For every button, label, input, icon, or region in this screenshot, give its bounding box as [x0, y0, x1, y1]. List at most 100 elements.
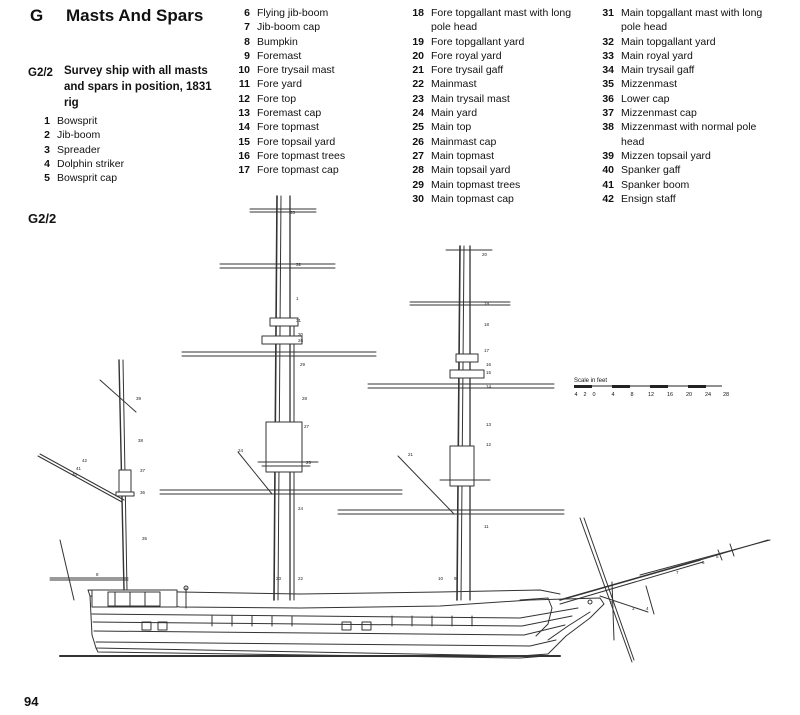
scale-tick-label: 4 — [611, 392, 614, 398]
legend-number: 18 — [412, 7, 424, 19]
legend-text: Fore top — [257, 92, 297, 105]
legend-number: 25 — [412, 121, 424, 134]
legend-item: 12 Fore top — [226, 92, 396, 106]
legend-text: Mizzenmast — [621, 78, 678, 91]
legend-number: 36 — [602, 92, 614, 105]
legend-number: 39 — [602, 149, 614, 162]
legend-text: Fore topsail yard — [257, 135, 336, 148]
legend-text: Jib-boom — [57, 129, 101, 142]
callout-label: 15 — [486, 370, 492, 375]
legend-number: 26 — [412, 135, 424, 148]
callout-label: 38 — [138, 438, 144, 443]
callout-label: 36 — [140, 490, 146, 495]
legend-number: 24 — [412, 107, 424, 120]
callout-label: 14 — [486, 384, 492, 389]
callout-label: 27 — [304, 424, 310, 429]
legend-text: Main topsail yard — [431, 164, 511, 177]
callout-label: 7 — [676, 570, 679, 575]
legend-item: 26 Mainmast cap — [400, 135, 580, 149]
legend-item: 13 Foremast cap — [226, 106, 396, 120]
legend-number: 35 — [602, 78, 614, 91]
legend-number: 3 — [44, 143, 50, 156]
legend-text: Main top — [431, 121, 472, 134]
legend-number: 41 — [602, 178, 614, 191]
legend-text: Flying jib-boom — [257, 7, 329, 19]
legend-number: 27 — [412, 149, 424, 162]
legend-text: Spreader — [57, 143, 101, 156]
legend-item: 9 Foremast — [226, 49, 396, 63]
legend-text: Mainmast cap — [431, 135, 497, 148]
fore-mast — [159, 195, 403, 601]
scale-tick-label: 28 — [723, 392, 729, 398]
legend-text: Fore topmast cap — [257, 164, 339, 177]
callout-label: 10 — [438, 576, 444, 581]
callout-label: 12 — [486, 442, 492, 447]
callout-label: 8 — [96, 572, 99, 577]
callout-label: 35 — [142, 536, 148, 541]
legend-number: 13 — [238, 107, 250, 120]
page-number: 94 — [24, 694, 39, 709]
callout-label: 16 — [486, 362, 492, 367]
legend-number: 14 — [238, 121, 250, 134]
legend-text: Main trysail gaff — [621, 64, 695, 77]
callout-label: 3 — [632, 606, 635, 611]
legend-number: 6 — [244, 7, 250, 19]
legend-number: 37 — [602, 107, 614, 120]
legend-number: 8 — [244, 35, 250, 48]
scale-tick-label: 16 — [667, 392, 673, 398]
callout-label: 20 — [482, 252, 488, 257]
legend-item: 37 Mizzenmast cap — [590, 106, 770, 120]
callout-label: 2 — [610, 600, 613, 605]
legend-text: Bowsprit cap — [57, 172, 118, 185]
legend-text: Main topmast — [431, 149, 495, 162]
legend-number: 4 — [44, 157, 50, 170]
legend-number: 1 — [44, 115, 50, 127]
legend-item: 6 Flying jib-boom — [226, 6, 396, 20]
legend-item: 25 Main top — [400, 120, 580, 134]
legend-item: 27 Main topmast — [400, 149, 580, 163]
callout-label: 30 — [298, 332, 304, 337]
legend-number: 19 — [412, 35, 424, 48]
callout-label: 42 — [82, 458, 88, 463]
hull — [59, 585, 605, 659]
callout-label: 40 — [72, 472, 78, 477]
legend-number: 20 — [412, 49, 424, 62]
legend-number: 30 — [412, 192, 424, 205]
scale-tick-label: 24 — [705, 392, 711, 398]
callout-label: 24 — [298, 506, 304, 511]
scale-tick-label: 2 — [583, 392, 586, 398]
legend-text: Foremast cap — [257, 107, 322, 120]
legend-text: Mizzen topsail yard — [621, 149, 711, 162]
legend-number: 11 — [238, 78, 250, 91]
legend-number: 9 — [244, 49, 250, 62]
callout-label: 41 — [76, 466, 82, 471]
callout-label: 5 — [716, 554, 719, 559]
legend-text: Foremast — [257, 49, 302, 62]
callout-label: 28 — [302, 396, 308, 401]
legend-text: Mizzenmast cap — [621, 107, 697, 120]
legend-text: Main royal yard — [621, 49, 693, 62]
callout-label: 31 — [296, 318, 302, 323]
legend-number: 12 — [238, 92, 250, 105]
mizzen-mast — [37, 359, 137, 601]
legend-number: 22 — [412, 78, 424, 91]
legend-number: 21 — [412, 64, 424, 77]
callout-label: 37 — [140, 468, 146, 473]
legend-text: Bumpkin — [257, 35, 298, 48]
